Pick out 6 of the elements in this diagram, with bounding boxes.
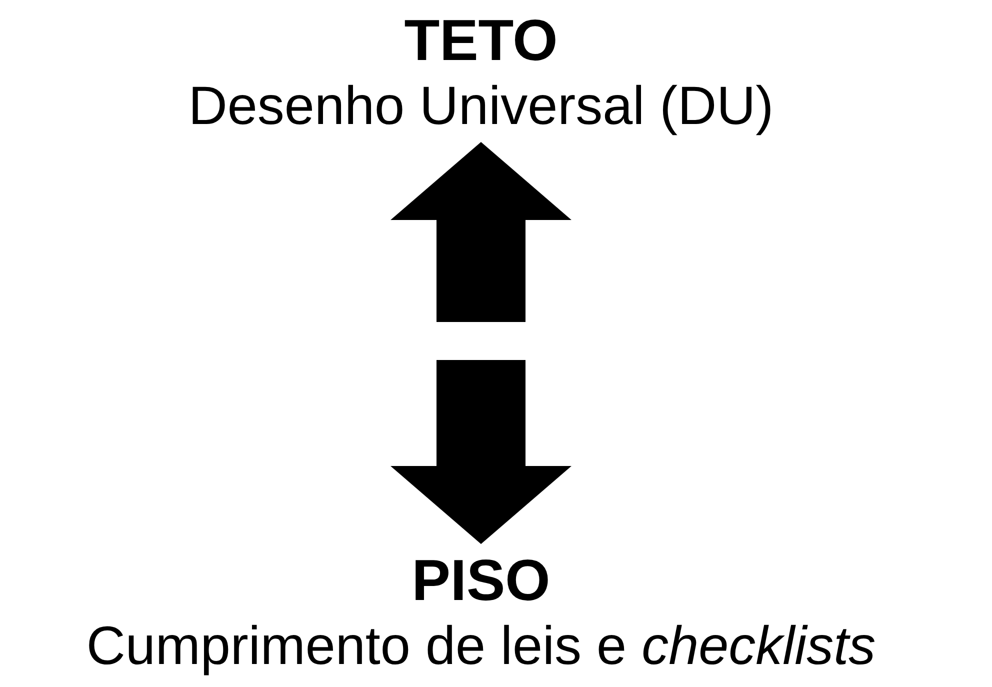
block-arrow bbox=[390, 142, 572, 322]
body-text: Cumprimento de leis e checklists bbox=[86, 615, 876, 678]
heading-text: TETO bbox=[404, 8, 558, 74]
body-text: Desenho Universal (DU) bbox=[188, 75, 774, 138]
heading-text: PISO bbox=[412, 548, 550, 614]
block-arrow bbox=[390, 360, 572, 544]
